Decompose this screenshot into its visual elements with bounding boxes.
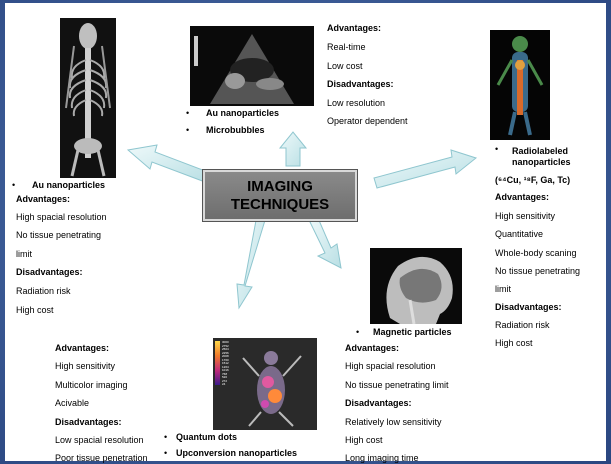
pet-adv-4: No tissue penetrating [495,266,580,277]
pet-bullet-line-1: Radiolabeled [512,146,568,156]
ultrasound-adv-1: Real-time [327,42,366,53]
ct-adv-2: No tissue penetrating [16,230,101,241]
ultrasound-adv-label: Advantages: [327,23,381,34]
pet-scan-image [490,30,550,140]
optical-bullet-1-marker: • [164,432,167,442]
pet-dis-2: High cost [495,338,533,349]
ultrasound-title: Ultrasound [206,9,269,23]
pet-adv-3: Whole-body scaning [495,248,577,259]
optical-adv-1: High sensitivity [55,361,115,372]
pet-adv-5: limit [495,284,511,295]
mri-bullet-marker: • [356,327,359,337]
optical-dis-1: Low spacial resolution [55,435,144,446]
optical-adv-2: Multicolor imaging [55,380,128,391]
mri-adv-label: Advantages: [345,343,399,354]
optical-bullet-1: Quantum dots [176,432,237,442]
ultrasound-image [190,26,314,106]
ct-adv-1: High spacial resolution [16,212,107,223]
optical-bullet-2: Upconversion nanoparticles [176,448,297,458]
optical-title: Optical [115,323,152,335]
center-line-2: TECHNIQUES [231,196,329,214]
mri-scan-image [370,248,462,324]
pet-isotopes: (⁶⁴Cu, ¹⁸F, Ga, Tc) [495,175,570,186]
ct-scan-image [60,18,116,178]
center-line-1: IMAGING [247,178,313,196]
optical-adv-3: Acivable [55,398,89,409]
ultrasound-adv-2: Low cost [327,61,363,72]
optical-dis-label: Disadvantages: [55,417,122,428]
ultrasound-bullet-2: Microbubbles [206,125,265,135]
ct-bullet-marker: • [12,180,15,190]
arrow-ultrasound [280,132,306,166]
ultrasound-bullet-1: Au nanoparticles [206,108,279,118]
mri-adv-1: High spacial resolution [345,361,436,372]
mri-title: Magnetic resonance [345,228,451,240]
optical-dis-2: Poor tissue penetration [55,453,148,464]
pet-dis-label: Disadvantages: [495,302,562,313]
arrow-mri [310,218,341,268]
ct-adv-label: Advantages: [16,194,70,205]
ultrasound-graphic [190,26,314,106]
arrow-optical [237,215,266,308]
mri-dis-3: Long imaging time [345,453,419,464]
mri-dis-label: Disadvantages: [345,398,412,409]
mri-bullet: Magnetic particles [373,327,452,337]
pet-adv-2: Quantitative [495,229,543,240]
optical-bullet-2-marker: • [164,448,167,458]
ct-title: CT [16,10,32,24]
mri-dis-1: Relatively low sensitivity [345,417,442,428]
mri-head-graphic [370,248,462,324]
ultrasound-dis-1: Low resolution [327,98,385,109]
optical-body-graphic [213,338,317,430]
mri-dis-2: High cost [345,435,383,446]
ultrasound-bullet-1-marker: • [186,108,189,118]
arrow-ct [128,145,208,182]
pet-adv-label: Advantages: [495,192,549,203]
ct-dis-label: Disadvantages: [16,267,83,278]
optical-adv-label: Advantages: [55,343,109,354]
ct-skeleton-graphic [60,18,116,178]
pet-title: PET [555,30,576,42]
ct-adv-3: limit [16,249,32,260]
center-title-box: IMAGING TECHNIQUES [203,170,357,221]
ultrasound-dis-2: Operator dependent [327,116,408,127]
pet-bullet-marker: • [495,144,498,154]
ultrasound-dis-label: Disadvantages: [327,79,394,90]
ultrasound-bullet-2-marker: • [186,125,189,135]
pet-dis-1: Radiation risk [495,320,550,331]
ct-bullet: Au nanoparticles [32,180,105,190]
pet-adv-1: High sensitivity [495,211,555,222]
mri-adv-2: No tissue penetrating limit [345,380,449,391]
pet-bullet-line-2: nanoparticles [512,157,571,167]
arrow-pet [374,150,476,188]
pet-body-graphic [490,30,550,140]
ct-dis-1: Radiation risk [16,286,71,297]
ct-dis-2: High cost [16,305,54,316]
